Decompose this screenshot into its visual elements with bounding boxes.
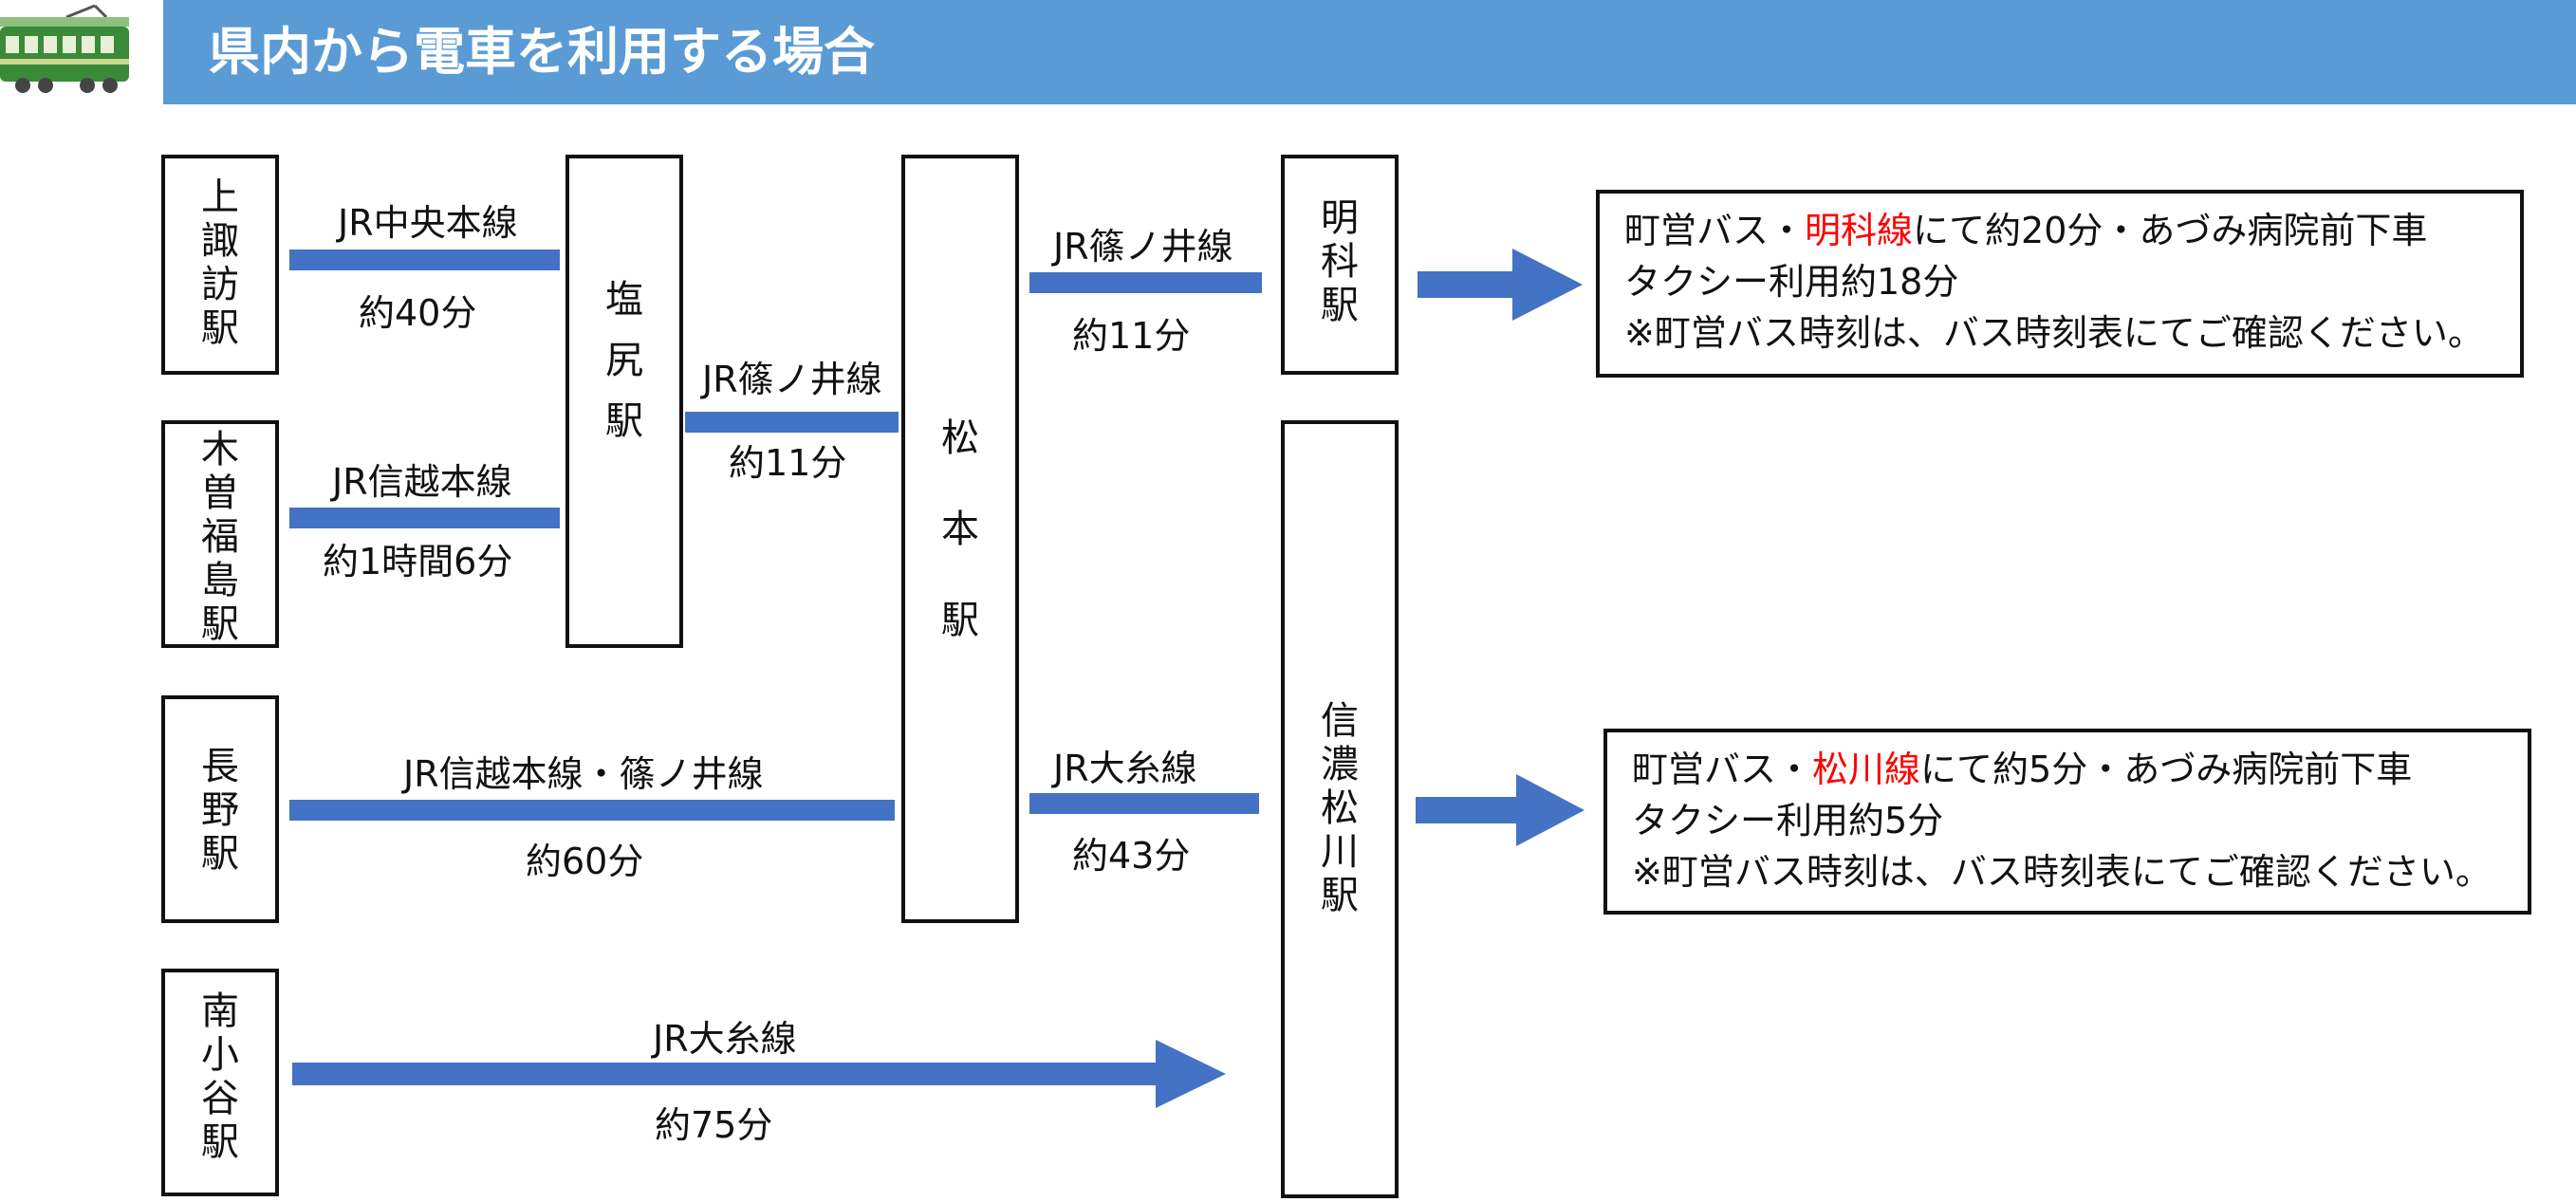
bus-info-suffix: にて約5分・あづみ病院前下車 (1920, 749, 2413, 790)
page-title: 県内から電車を利用する場合 (209, 22, 875, 82)
station-char: 訪 (201, 263, 239, 306)
station-char: 上 (201, 176, 239, 219)
station-char: 松 (1321, 786, 1359, 830)
route-arrow (292, 1040, 1226, 1108)
route-line-name: JR大糸線 (1053, 748, 1197, 789)
station-char: 駅 (201, 602, 239, 646)
station-char: 駅 (201, 1120, 239, 1164)
station-char: 科 (1321, 240, 1359, 284)
station-label: 明科駅 (1285, 196, 1395, 327)
route-time: 約75分 (655, 1104, 773, 1146)
station-nagano: 長野駅 (161, 695, 279, 923)
bus-line-name: 明科線 (1805, 210, 1914, 251)
station-char: 塩 (605, 278, 643, 322)
station-shiojiri: 塩尻駅 (565, 155, 683, 648)
station-char: 野 (201, 788, 239, 832)
station-char: 信 (1321, 699, 1359, 743)
bus-info-prefix: 町営バス・ (1624, 210, 1806, 251)
route-line-name: JR篠ノ井線 (702, 359, 882, 400)
station-char: 長 (201, 745, 239, 788)
station-char: 福 (201, 515, 239, 559)
station-char: 尻 (605, 339, 643, 382)
route-time: 約1時間6分 (323, 541, 513, 583)
station-matsumoto: 松本駅 (901, 155, 1019, 923)
bus-note: ※町営バス時刻は、バス時刻表にてご確認ください。 (1624, 312, 2484, 354)
station-char: 駅 (605, 399, 643, 443)
route-time: 約40分 (359, 292, 477, 334)
route-time: 約11分 (1072, 315, 1191, 357)
station-char: 駅 (1321, 284, 1359, 327)
access-info-akashina: 町営バス・明科線にて約20分・あづみ病院前下車 タクシー利用約18分 ※町営バス… (1596, 190, 2524, 378)
station-char: 明 (1321, 196, 1359, 240)
station-char: 谷 (201, 1077, 239, 1120)
station-char: 小 (201, 1033, 239, 1077)
station-char: 駅 (941, 599, 979, 642)
station-label: 上諏訪駅 (165, 176, 275, 350)
route-line (685, 412, 899, 433)
station-char: 島 (201, 559, 239, 602)
station-char: 松 (941, 416, 979, 460)
station-char: 駅 (1321, 874, 1359, 917)
station-label: 木曽福島駅 (165, 428, 275, 646)
station-char: 川 (1321, 830, 1359, 874)
route-line (1029, 793, 1259, 814)
station-label: 長野駅 (165, 745, 275, 876)
bus-info-suffix: にて約20分・あづみ病院前下車 (1913, 210, 2428, 251)
route-line (1029, 272, 1262, 293)
station-shinanomatsukawa: 信濃松川駅 (1281, 420, 1399, 1198)
station-char: 諏 (201, 219, 239, 263)
route-line-name: JR篠ノ井線 (1053, 226, 1233, 268)
route-line-name: JR中央本線 (338, 202, 518, 244)
station-kamisuwa: 上諏訪駅 (161, 155, 279, 375)
route-time: 約11分 (729, 442, 847, 484)
route-time: 約60分 (526, 841, 644, 882)
station-label: 信濃松川駅 (1285, 699, 1395, 917)
station-char: 濃 (1321, 743, 1359, 786)
station-label: 南小谷駅 (165, 989, 275, 1164)
station-label: 松本駅 (905, 416, 1015, 642)
bus-line-name: 松川線 (1812, 749, 1921, 790)
station-char: 南 (201, 989, 239, 1033)
bus-note: ※町営バス時刻は、バス時刻表にてご確認ください。 (1632, 851, 2492, 893)
route-line-name: JR信越本線・篠ノ井線 (403, 753, 764, 795)
bus-info-line: 町営バス・明科線にて約20分・あづみ病院前下車 (1624, 205, 2495, 256)
route-time: 約43分 (1072, 835, 1191, 877)
route-line-name: JR信越本線 (332, 461, 512, 503)
station-char: 駅 (201, 306, 239, 350)
taxi-info: タクシー利用約5分 (1632, 800, 1944, 841)
route-line (289, 250, 560, 270)
station-label: 塩尻駅 (569, 278, 679, 443)
station-akashina: 明科駅 (1281, 155, 1399, 375)
arrow-right-icon (1418, 249, 1583, 321)
bus-info-prefix: 町営バス・ (1632, 749, 1813, 790)
arrow-right-icon (1416, 774, 1585, 846)
route-line (289, 508, 560, 528)
station-char: 本 (941, 508, 979, 551)
header-bar (163, 0, 2576, 104)
station-minamiotari: 南小谷駅 (161, 969, 279, 1196)
bus-info-line: 町営バス・松川線にて約5分・あづみ病院前下車 (1632, 744, 2503, 795)
station-kisofukushima: 木曽福島駅 (161, 420, 279, 648)
train-icon (0, 4, 129, 93)
route-line-name: JR大糸線 (653, 1018, 797, 1060)
station-char: 曽 (201, 472, 239, 515)
access-info-matsukawa: 町営バス・松川線にて約5分・あづみ病院前下車 タクシー利用約5分 ※町営バス時刻… (1603, 729, 2531, 915)
station-char: 木 (201, 428, 239, 472)
route-line (289, 800, 895, 821)
station-char: 駅 (201, 832, 239, 876)
taxi-info: タクシー利用約18分 (1624, 261, 1959, 303)
